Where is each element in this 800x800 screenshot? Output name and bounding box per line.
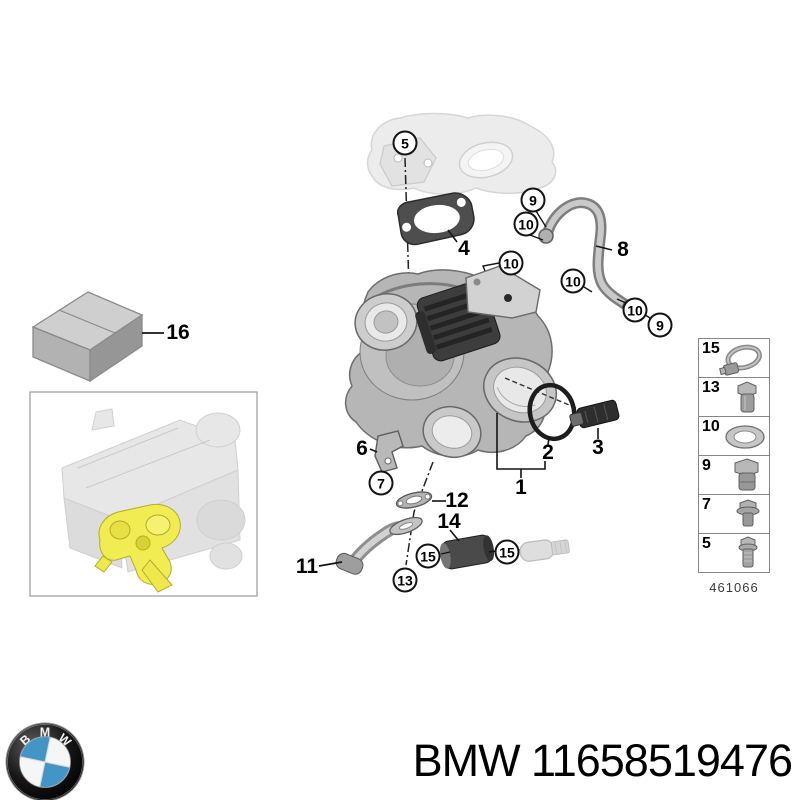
callout-10[interactable]: 10 (560, 268, 586, 294)
leader-line-14 (449, 529, 460, 542)
label-8[interactable]: 8 (617, 238, 629, 261)
flange-bolt-icon (736, 499, 760, 527)
legend-num: 10 (702, 418, 720, 435)
callout-15[interactable]: 15 (494, 539, 520, 565)
legend-num: 9 (702, 457, 711, 474)
engine-thumbnail (29, 391, 258, 597)
label-4[interactable]: 4 (458, 237, 470, 260)
leader-line-13 (405, 461, 434, 566)
diagram-code: 461066 (709, 580, 759, 595)
legend-row-9[interactable]: 9 (698, 455, 770, 495)
assembly-axis-line (504, 377, 582, 411)
turbine-outlet (422, 405, 482, 459)
banjo-bolt-icon (734, 458, 759, 491)
support-bracket-6 (374, 430, 404, 473)
label-1[interactable]: 1 (515, 476, 527, 499)
leader-line-2 (547, 436, 550, 446)
bmw-logo: B M W (5, 722, 85, 800)
label-2[interactable]: 2 (542, 441, 554, 464)
part-number-text: BMW 11658519476 (412, 735, 793, 786)
sensor-3 (569, 399, 620, 429)
exhaust-manifold-ghost (366, 112, 557, 195)
gasket-4 (396, 192, 475, 246)
leader-line-6 (369, 448, 378, 453)
legend-row-10[interactable]: 10 (698, 416, 770, 456)
leader-line-10c (583, 286, 593, 293)
sealing-washer-icon (725, 425, 765, 449)
fasteners-legend: 15 13 10 (698, 338, 770, 573)
callout-9[interactable]: 9 (520, 187, 546, 213)
oil-return-pipe-11 (335, 516, 423, 575)
label-14[interactable]: 14 (437, 510, 461, 533)
gasket-12 (395, 491, 433, 509)
label-12[interactable]: 12 (445, 489, 469, 512)
rubber-hose-14 (439, 534, 495, 570)
compressor-inlet (354, 293, 418, 351)
legend-row-7[interactable]: 7 (698, 494, 770, 534)
callout-7[interactable]: 7 (368, 470, 394, 496)
label-3[interactable]: 3 (592, 436, 604, 459)
legend-row-13[interactable]: 13 (698, 377, 770, 417)
callout-15[interactable]: 15 (415, 543, 441, 569)
callout-9[interactable]: 9 (647, 312, 673, 338)
hex-bolt-icon (738, 536, 758, 568)
label-16[interactable]: 16 (166, 321, 190, 344)
highlighted-turbo (94, 503, 181, 593)
ghost-fitting (519, 539, 570, 562)
logo-quadrants (20, 737, 70, 787)
legend-num: 5 (702, 535, 711, 552)
legend-num: 7 (702, 496, 711, 513)
leader-line-8 (595, 245, 613, 251)
o-ring-2 (527, 382, 577, 442)
bracket-line-1 (496, 413, 546, 478)
legend-num: 13 (702, 379, 720, 396)
callout-10[interactable]: 10 (513, 211, 539, 237)
callout-10[interactable]: 10 (622, 297, 648, 323)
callout-5[interactable]: 5 (392, 130, 418, 156)
callout-13[interactable]: 13 (392, 567, 418, 593)
label-6[interactable]: 6 (356, 437, 368, 460)
leader-line-11 (318, 561, 343, 567)
leader-line-4 (447, 229, 458, 243)
leader-line-9a (535, 210, 547, 228)
leader-line-5 (404, 157, 410, 289)
exploded-diagram-art (29, 112, 651, 597)
legend-row-15[interactable]: 15 (698, 338, 770, 378)
label-11[interactable]: 11 (295, 555, 319, 578)
callout-10[interactable]: 10 (498, 250, 524, 276)
parts-kit-box-16 (31, 291, 144, 383)
legend-row-5[interactable]: 5 (698, 533, 770, 573)
hose-clamp-icon (719, 344, 762, 376)
logo-letter-m: M (40, 726, 50, 740)
leader-line-15a (440, 551, 451, 555)
turbocharger (344, 265, 557, 459)
leader-line-10a (529, 234, 544, 241)
actuator-bracket (465, 265, 541, 319)
banjo-bolt-icon (737, 381, 757, 413)
legend-num: 15 (702, 340, 720, 357)
